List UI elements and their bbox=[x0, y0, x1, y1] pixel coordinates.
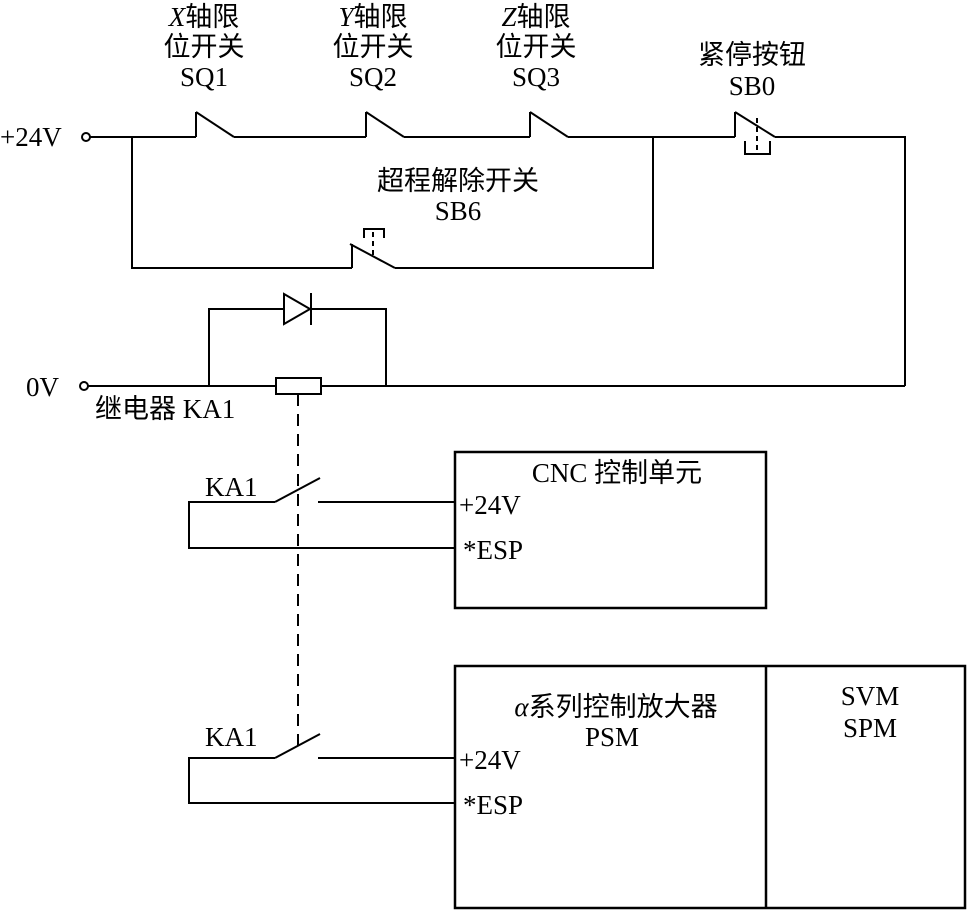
limit-switch-labels: X轴限 位开关 SQ1 Y轴限 位开关 SQ2 Z轴限 位开关 SQ3 紧停按钮… bbox=[164, 2, 807, 226]
estop-button-sb0 bbox=[734, 111, 776, 155]
alpha-amplifier-unit bbox=[453, 664, 967, 910]
svg-text:SB0: SB0 bbox=[729, 71, 776, 101]
cnc-unit-title: CNC 控制单元 bbox=[532, 458, 702, 488]
contact-ka1-2 bbox=[274, 733, 321, 759]
zero-terminal bbox=[79, 381, 89, 391]
relay-coil-ka1 bbox=[275, 377, 322, 395]
bypass-wire bbox=[131, 137, 654, 269]
cnc-pin-24v: +24V bbox=[459, 490, 521, 520]
amp-branch: KA1 α系列控制放大器 PSM +24V *ESP SVM SPM bbox=[188, 664, 967, 910]
amp-pin-esp: *ESP bbox=[463, 790, 523, 820]
top-circuit: +24V bbox=[0, 111, 906, 386]
svg-text:超程解除开关: 超程解除开关 bbox=[377, 166, 539, 196]
cnc-control-unit bbox=[453, 450, 768, 610]
sq2-label: Y轴限 位开关 SQ2 bbox=[333, 2, 414, 92]
svm-label: SVM bbox=[841, 681, 900, 711]
top-wire bbox=[90, 136, 906, 386]
svg-text:位开关: 位开关 bbox=[496, 32, 577, 62]
svg-text:SB6: SB6 bbox=[435, 196, 482, 226]
override-switch-sb6 bbox=[349, 228, 396, 269]
amp-title: α系列控制放大器 bbox=[514, 692, 717, 722]
sb6-label: 超程解除开关 SB6 bbox=[377, 166, 539, 226]
limit-switch-sq3 bbox=[529, 111, 569, 138]
diode-wire bbox=[208, 308, 387, 386]
sb0-label: 紧停按钮 SB0 bbox=[698, 40, 806, 101]
diode bbox=[283, 292, 313, 326]
relay-circuit: 0V 继电器 KA1 bbox=[26, 292, 905, 752]
svg-text:紧停按钮: 紧停按钮 bbox=[698, 40, 806, 70]
contact-ka1-label-1: KA1 bbox=[205, 472, 258, 502]
sq3-label: Z轴限 位开关 SQ3 bbox=[496, 2, 577, 92]
spm-label: SPM bbox=[843, 713, 897, 743]
cnc-pin-esp: *ESP bbox=[463, 535, 523, 565]
cnc-branch: KA1 CNC 控制单元 +24V *ESP bbox=[188, 450, 768, 610]
zero-rail-label: 0V bbox=[26, 372, 60, 402]
contact-ka1-1 bbox=[274, 477, 321, 503]
positive-terminal bbox=[81, 132, 91, 142]
svg-text:位开关: 位开关 bbox=[164, 32, 245, 62]
amp-pin-24v: +24V bbox=[459, 745, 521, 775]
svg-text:Y轴限: Y轴限 bbox=[338, 2, 407, 32]
svg-text:SQ1: SQ1 bbox=[180, 62, 228, 92]
relay-label: 继电器 KA1 bbox=[95, 394, 235, 424]
svg-text:X轴限: X轴限 bbox=[168, 2, 240, 32]
sq1-label: X轴限 位开关 SQ1 bbox=[164, 2, 245, 92]
contact-ka1-label-2: KA1 bbox=[205, 722, 258, 752]
svg-text:Z轴限: Z轴限 bbox=[501, 2, 570, 32]
positive-rail-label: +24V bbox=[0, 122, 62, 152]
amp-subtitle: PSM bbox=[585, 722, 639, 752]
svg-text:SQ3: SQ3 bbox=[512, 62, 560, 92]
svg-text:SQ2: SQ2 bbox=[349, 62, 397, 92]
svg-text:位开关: 位开关 bbox=[333, 32, 414, 62]
limit-switch-sq2 bbox=[365, 111, 405, 138]
limit-switch-sq1 bbox=[195, 111, 235, 138]
